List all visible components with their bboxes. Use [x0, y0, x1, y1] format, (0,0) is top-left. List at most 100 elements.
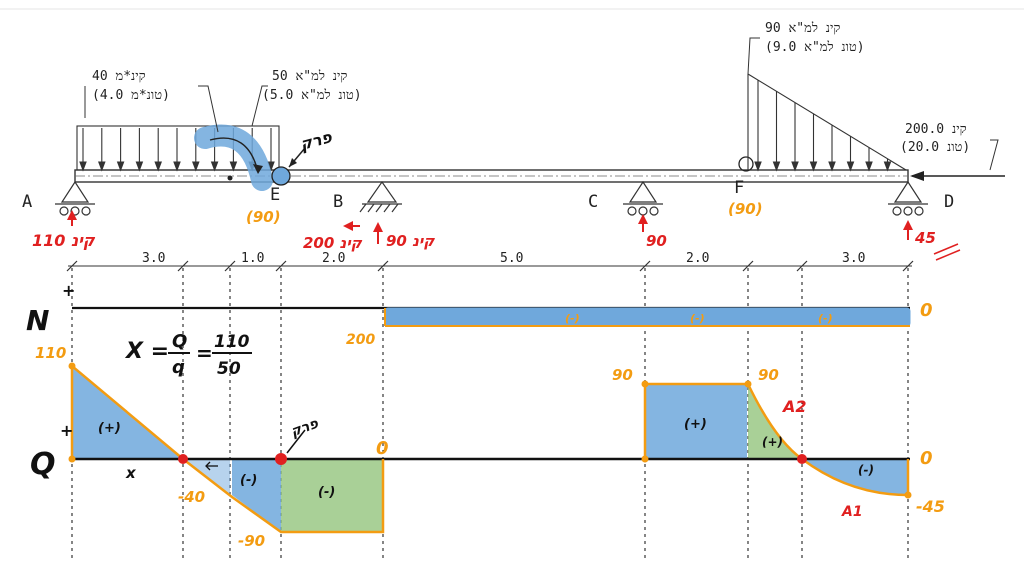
triangular-load	[747, 73, 907, 172]
Q-zero-point-1	[178, 454, 188, 464]
axial-arrowhead	[910, 171, 924, 181]
moment-label-he: 40 קינ*מ	[92, 69, 146, 84]
Q-point-A	[68, 455, 76, 463]
reaction-F-label: (90)	[728, 200, 763, 218]
Q-point-D	[904, 491, 912, 499]
support-C	[623, 180, 663, 216]
moment-arrowhead	[253, 164, 263, 174]
Q-value-90-right: 90	[758, 366, 779, 384]
support-A	[55, 180, 95, 216]
tri-label-ton: (9.0 טונ למ"א)	[765, 40, 865, 55]
dim-tick	[177, 260, 189, 272]
N-sign-2: (-)	[690, 312, 705, 325]
hinge-E: פרק	[271, 127, 334, 186]
Q-area-negative-2	[281, 459, 383, 532]
udl-leader	[251, 85, 268, 127]
span-3: 2.0	[322, 251, 345, 266]
reaction-B-h-head	[343, 221, 353, 231]
Q-sign-3: (-)	[318, 485, 335, 500]
reaction-D-mark2	[935, 249, 961, 261]
N-value-0: 0	[920, 300, 933, 321]
support-D	[888, 180, 928, 216]
reaction-A-head	[67, 210, 77, 220]
load-labels: 40 קינ*מ (4.0 טונ*מ) 50 קינ למ"א (5.0 טו…	[84, 21, 999, 171]
Q-plus-sign: +	[60, 421, 73, 440]
dim-tick	[377, 260, 389, 272]
Q-value-90-left: 90	[612, 366, 633, 384]
dimension-line: 3.0 1.0 2.0 5.0 2.0 3.0	[66, 251, 914, 272]
Q-sign-1: (+)	[98, 421, 121, 436]
udl-arrowhead	[135, 161, 144, 172]
Q-value-0-mid: 0	[376, 438, 389, 459]
reaction-D-label: 45	[914, 229, 936, 247]
tri-leader	[747, 37, 760, 75]
span-4: 5.0	[500, 251, 523, 266]
label-C: C	[588, 192, 598, 212]
Q-area-positive-2	[645, 384, 747, 459]
dim-tick	[796, 260, 808, 272]
axial-label-he: 200.0 קינ	[905, 122, 967, 137]
span-5: 2.0	[686, 251, 709, 266]
udl-arrowhead	[192, 161, 200, 172]
reaction-B-h-label: 200 קינ	[303, 234, 363, 252]
Q-axis-label: Q	[30, 447, 56, 482]
N-axis-label: N	[26, 304, 49, 337]
reactions: 110 קינ (90) 200 קינ 90 קינ 90 (90) 45	[32, 200, 961, 261]
Q-zero-point-2	[797, 454, 807, 464]
tri-arrowhead	[828, 161, 836, 172]
Q-point-C-top	[641, 380, 649, 388]
udl-arrowhead	[79, 161, 87, 172]
udl-arrowhead	[210, 161, 219, 172]
reaction-D-head	[903, 220, 913, 230]
Q-x-label: x	[125, 464, 137, 482]
tri-arrowhead	[772, 161, 781, 172]
moment-leader	[198, 85, 219, 133]
tri-arrowhead	[846, 161, 855, 172]
span-2: 1.0	[241, 251, 264, 266]
reaction-C-head	[638, 214, 648, 224]
dim-tick	[66, 260, 78, 272]
span-6: 3.0	[842, 251, 865, 266]
Q-label-A1: A1	[841, 504, 863, 520]
Q-value-minus45: -45	[916, 497, 945, 516]
formula-x: X =	[124, 339, 169, 364]
udl-arrowhead	[173, 161, 181, 172]
Q-area-negative-3	[802, 459, 908, 495]
Q-value-minus90: -90	[238, 532, 265, 550]
axial-leader	[989, 139, 999, 171]
Q-sign-4: (+)	[684, 417, 707, 432]
axial-label-ton: (20.0 טונ)	[900, 140, 970, 155]
udl-arrowhead	[98, 161, 106, 172]
tri-arrowhead	[754, 161, 762, 172]
tri-arrowhead	[865, 161, 873, 172]
reaction-E-label: (90)	[246, 208, 281, 226]
Q-area-negative-1	[232, 459, 281, 532]
support-B	[359, 180, 402, 213]
uniform-load-frame	[76, 125, 280, 171]
dim-tick	[275, 260, 287, 272]
Q-sign-2: (-)	[240, 473, 257, 488]
Q-point-A-top	[68, 362, 76, 370]
dim-tick	[639, 260, 651, 272]
reaction-A-label: 110 קינ	[32, 231, 96, 250]
Q-hinge-label: פרק	[289, 415, 321, 440]
udl-arrowhead	[154, 161, 162, 172]
Q-value-0-end: 0	[920, 448, 933, 469]
axial-load	[910, 171, 1005, 181]
formula-eq: =	[196, 341, 213, 365]
udl-label-ton: (5.0 טונ למ"א)	[262, 88, 362, 103]
udl-arrowhead	[229, 161, 238, 172]
hinge-circle-F	[738, 156, 754, 172]
label-B: B	[333, 192, 343, 212]
support-letters: A E B C F D	[22, 178, 954, 212]
reaction-C-label: 90	[646, 232, 667, 250]
udl-label-he: 50 קינ למ"א	[272, 69, 347, 84]
dim-tick	[902, 260, 914, 272]
label-E: E	[270, 185, 280, 205]
formula-110: 110	[214, 332, 250, 352]
udl-arrowhead	[116, 161, 125, 172]
moment-load	[194, 124, 273, 191]
span-1: 3.0	[142, 251, 165, 266]
